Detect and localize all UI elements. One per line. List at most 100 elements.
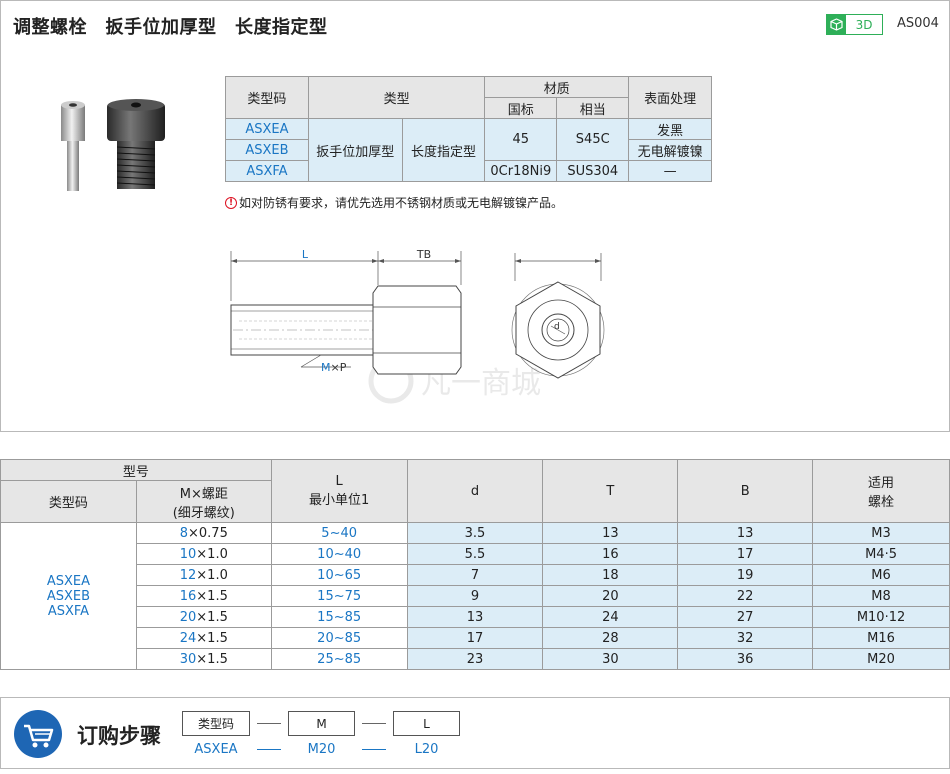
header-model: 型号 [0, 459, 272, 481]
bolt-cell: M16 [812, 627, 950, 649]
product-code: AS004 [897, 16, 939, 31]
type-code-cell: ASXEA [225, 118, 309, 140]
type-a-cell: 扳手位加厚型 [307, 118, 403, 182]
m-pitch-cell: 16×1.5 [135, 585, 272, 607]
b-cell: 27 [677, 606, 814, 628]
d-cell: 5.5 [406, 543, 544, 565]
pitch-value: ×0.75 [188, 525, 228, 541]
pitch-value: ×1.0 [196, 546, 228, 562]
d-cell: 9 [406, 585, 544, 607]
l-cell: 15~75 [270, 585, 408, 607]
shopping-cart-icon [14, 710, 62, 758]
dim-d-label: d [554, 322, 560, 332]
material-eq-cell: S45C [556, 118, 630, 161]
bolt-cell: M8 [812, 585, 950, 607]
m-value: 8 [179, 525, 189, 541]
header-t: T [542, 459, 679, 523]
l-cell: 20~85 [270, 627, 408, 649]
material-std-cell: 0Cr18Ni9 [484, 160, 558, 182]
b-cell: 36 [677, 648, 814, 670]
t-cell: 20 [542, 585, 679, 607]
t-cell: 30 [542, 648, 679, 670]
l-cell: 10~40 [270, 543, 408, 565]
order-separator [362, 723, 386, 724]
type-code-group: ASXEA ASXEB ASXFA [0, 522, 137, 670]
product-photo [61, 99, 165, 191]
m-pitch-cell: 8×0.75 [135, 522, 272, 544]
header-surface: 表面处理 [628, 76, 712, 119]
m-value: 10 [179, 546, 197, 562]
order-separator [257, 723, 281, 724]
order-steps: 订购步骤 类型码 M L ASXEA M20 L20 [0, 697, 950, 769]
m-value: 12 [179, 567, 197, 583]
dim-MxP-label: M×P [321, 361, 347, 374]
m-pitch-cell: 20×1.5 [135, 606, 272, 628]
b-cell: 32 [677, 627, 814, 649]
bolt-cell: M20 [812, 648, 950, 670]
info-icon: ! [225, 196, 237, 209]
pitch-value: ×1.5 [196, 630, 228, 646]
type-code-item: ASXEA [46, 573, 91, 589]
pitch-value: ×1.5 [196, 609, 228, 625]
bolt-cell: M6 [812, 564, 950, 586]
order-field-type-code: 类型码 [182, 711, 250, 736]
3d-model-button[interactable]: 3D [826, 14, 883, 35]
dim-L-label: L [302, 248, 309, 261]
spec-table: 类型码 类型 材质 表面处理 国标 相当 ASXEA 扳手位加厚型 长度指定型 … [225, 76, 712, 182]
header-type-code: 类型码 [225, 76, 309, 119]
pitch-value: ×1.5 [196, 588, 228, 604]
m-value: 30 [179, 651, 197, 667]
header-l: L 最小单位1 [270, 459, 408, 523]
m-value: 24 [179, 630, 197, 646]
b-cell: 22 [677, 585, 814, 607]
material-eq-cell: SUS304 [556, 160, 630, 182]
l-cell: 15~85 [270, 606, 408, 628]
header-type: 类型 [307, 76, 486, 119]
header-material-std: 国标 [484, 97, 558, 119]
l-cell: 10~65 [270, 564, 408, 586]
header-d: d [406, 459, 544, 523]
surface-cell: — [628, 160, 712, 182]
pitch-value: ×1.5 [196, 651, 228, 667]
order-value-separator [362, 749, 386, 750]
l-cell: 25~85 [270, 648, 408, 670]
order-field-l: L [393, 711, 460, 736]
m-value: 16 [179, 588, 197, 604]
order-title: 订购步骤 [77, 724, 161, 748]
m-value: 20 [179, 609, 197, 625]
bolt-cell: M3 [812, 522, 950, 544]
type-code-cell: ASXEB [225, 139, 309, 161]
m-pitch-cell: 12×1.0 [135, 564, 272, 586]
d-cell: 13 [406, 606, 544, 628]
d-cell: 17 [406, 627, 544, 649]
note-text: 如对防锈有要求，请优先选用不锈钢材质或无电解镀镍产品。 [239, 196, 564, 210]
dim-P-label: ×P [331, 361, 347, 374]
b-cell: 17 [677, 543, 814, 565]
type-code-cell: ASXFA [225, 160, 309, 182]
technical-drawing: 凡一商城 L TB M×P [230, 248, 605, 404]
t-cell: 28 [542, 627, 679, 649]
b-cell: 13 [677, 522, 814, 544]
type-b-cell: 长度指定型 [401, 118, 486, 182]
header-material-eq: 相当 [556, 97, 630, 119]
order-value-type-code: ASXEA [194, 742, 238, 757]
t-cell: 16 [542, 543, 679, 565]
material-std-cell: 45 [484, 118, 558, 161]
dimension-table: 型号 L 最小单位1 d T B 适用 螺栓 类型码 M×螺距 (细牙螺纹) A… [0, 459, 950, 670]
d-cell: 7 [406, 564, 544, 586]
m-pitch-cell: 10×1.0 [135, 543, 272, 565]
header-type-code: 类型码 [0, 480, 137, 523]
order-field-m: M [288, 711, 355, 736]
dim-TB-label: TB [416, 248, 431, 261]
rust-note: ! 如对防锈有要求，请优先选用不锈钢材质或无电解镀镍产品。 [225, 194, 563, 211]
m-pitch-cell: 30×1.5 [135, 648, 272, 670]
type-code-item: ASXFA [47, 603, 90, 619]
d-cell: 3.5 [406, 522, 544, 544]
header-bolt: 适用 螺栓 [812, 459, 950, 523]
bolt-cell: M4·5 [812, 543, 950, 565]
order-value-separator [257, 749, 281, 750]
dim-M-label: M [321, 361, 331, 374]
l-cell: 5~40 [270, 522, 408, 544]
m-pitch-cell: 24×1.5 [135, 627, 272, 649]
header-b: B [677, 459, 814, 523]
